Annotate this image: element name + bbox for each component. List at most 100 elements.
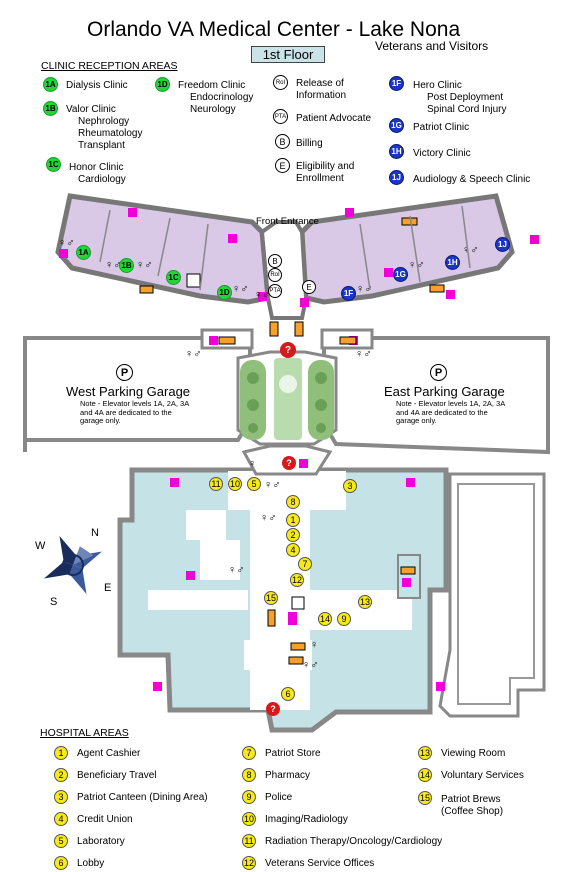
clinic-1g-name: Patriot Clinic bbox=[413, 122, 470, 133]
hospital-legend-heading: HOSPITAL AREAS bbox=[40, 727, 129, 739]
area-10-badge: 10 bbox=[242, 812, 256, 826]
clinic-1b-line: Transplant bbox=[78, 140, 125, 151]
area-11-label: Radiation Therapy/Oncology/Cardiology bbox=[265, 836, 443, 847]
release-of-information-map-icon: RoI bbox=[268, 268, 282, 282]
clinic-1c-badge: 1C bbox=[46, 157, 61, 172]
clinic-1d-line: Endocrinology bbox=[190, 92, 254, 103]
map-subtitle: Veterans and Visitors bbox=[375, 39, 489, 53]
clinic-1b-line: Rheumatology bbox=[78, 128, 143, 139]
clinic-1f-line: Spinal Cord Injury bbox=[427, 104, 507, 115]
eligibility-label: Eligibility and bbox=[296, 161, 355, 172]
clinic-1d-line: Neurology bbox=[190, 104, 236, 115]
svg-text:♀: ♀ bbox=[248, 458, 256, 470]
area-5-badge: 5 bbox=[54, 834, 68, 848]
svg-text:♀♂: ♀♂ bbox=[105, 259, 122, 271]
clinic-1a-map-badge: 1A bbox=[76, 245, 91, 260]
area-6-label: Lobby bbox=[77, 858, 105, 869]
front-entrance-label: Front Entrance bbox=[256, 216, 319, 227]
area-12-label: Veterans Service Offices bbox=[265, 858, 375, 869]
area-8-label: Pharmacy bbox=[265, 770, 311, 781]
clinic-1h-name: Victory Clinic bbox=[413, 148, 471, 159]
area-14-badge: 14 bbox=[418, 768, 432, 782]
map-marker: 10 bbox=[228, 477, 242, 491]
clinic-1f-map-badge: 1F bbox=[341, 286, 356, 301]
svg-text:♀♂: ♀♂ bbox=[408, 259, 425, 271]
east-extension bbox=[397, 554, 421, 599]
map-marker: 11 bbox=[209, 477, 223, 491]
clinic-1b-line: Nephrology bbox=[78, 116, 130, 127]
map-marker: 15 bbox=[264, 591, 278, 605]
billing-icon: B bbox=[275, 134, 290, 149]
clinic-1h-badge: 1H bbox=[389, 144, 404, 159]
svg-text:♀♂: ♀♂ bbox=[228, 564, 245, 576]
map-title: Orlando VA Medical Center - Lake Nona bbox=[87, 18, 461, 41]
map-marker: 3 bbox=[343, 479, 357, 493]
clinic-1d-map-badge: 1D bbox=[217, 285, 232, 300]
svg-text:♀♂: ♀♂ bbox=[185, 348, 202, 360]
clinic-1f-badge: 1F bbox=[389, 76, 404, 91]
garden-center bbox=[274, 358, 302, 440]
svg-text:♀: ♀ bbox=[310, 639, 318, 651]
clinic-1b-name: Valor Clinic bbox=[66, 104, 116, 115]
map-marker: 12 bbox=[290, 573, 304, 587]
clinic-1j-map-badge: 1J bbox=[495, 237, 510, 252]
map-marker: 6 bbox=[281, 687, 295, 701]
east-garage-label: East Parking Garage bbox=[384, 384, 505, 399]
map-marker: 8 bbox=[286, 495, 300, 509]
east-outbuilding bbox=[438, 472, 546, 718]
svg-text:♀♂: ♀♂ bbox=[58, 237, 75, 249]
patient-advocate-icon: PTA bbox=[273, 109, 288, 124]
clinic-1a-name: Dialysis Clinic bbox=[66, 80, 128, 91]
area-15-label: Patriot Brews bbox=[441, 794, 501, 805]
map-marker: 4 bbox=[286, 543, 300, 557]
area-13-label: Viewing Room bbox=[441, 748, 506, 759]
area-10-label: Imaging/Radiology bbox=[265, 814, 348, 825]
compass-east: E bbox=[104, 582, 112, 594]
clinic-1c-name: Honor Clinic bbox=[69, 162, 124, 173]
area-7-badge: 7 bbox=[242, 746, 256, 760]
eligibility-icon: E bbox=[275, 158, 290, 173]
map-marker: 2 bbox=[286, 528, 300, 542]
area-9-label: Police bbox=[265, 792, 293, 803]
svg-text:♀♂: ♀♂ bbox=[136, 259, 153, 271]
eligibility-label: Enrollment bbox=[296, 173, 344, 184]
svg-text:♀♂: ♀♂ bbox=[264, 479, 281, 491]
help-desk-icon: ? bbox=[280, 342, 296, 358]
compass-west: W bbox=[35, 540, 46, 552]
svg-text:♀♂: ♀♂ bbox=[302, 659, 319, 671]
release-of-information-icon: RoI bbox=[273, 75, 288, 90]
patient-advocate-label: Patient Advocate bbox=[296, 113, 372, 124]
area-9-badge: 9 bbox=[242, 790, 256, 804]
area-3-badge: 3 bbox=[54, 790, 68, 804]
clinic-1d-name: Freedom Clinic bbox=[178, 80, 246, 91]
area-13-badge: 13 bbox=[418, 746, 432, 760]
svg-text:♀♂: ♀♂ bbox=[356, 283, 373, 295]
area-8-badge: 8 bbox=[242, 768, 256, 782]
map-marker: 5 bbox=[247, 477, 261, 491]
compass-north: N bbox=[91, 527, 99, 539]
clinic-1d-badge: 1D bbox=[155, 77, 170, 92]
east-parking-icon: P bbox=[430, 364, 447, 381]
map-marker: 14 bbox=[318, 612, 332, 626]
compass-rose bbox=[43, 535, 103, 595]
area-4-label: Credit Union bbox=[77, 814, 133, 825]
clinic-1c-map-badge: 1C bbox=[166, 270, 181, 285]
area-3-label: Patriot Canteen (Dining Area) bbox=[77, 792, 208, 803]
area-15-badge: 15 bbox=[418, 791, 432, 805]
floor-label: 1st Floor bbox=[251, 46, 325, 63]
east-garage-note: Note - Elevator levels 1A, 2A, 3A and 4A… bbox=[396, 399, 505, 425]
compass-south: S bbox=[50, 596, 58, 608]
west-parking-icon: P bbox=[116, 364, 133, 381]
clinic-1j-name: Audiology & Speech Clinic bbox=[413, 174, 531, 185]
svg-text:♀♂: ♀♂ bbox=[254, 289, 271, 301]
area-15-sublabel: (Coffee Shop) bbox=[441, 806, 504, 817]
area-12-badge: 12 bbox=[242, 856, 256, 870]
clinic-1f-line: Post Deployment bbox=[427, 92, 504, 103]
area-2-label: Beneficiary Travel bbox=[77, 770, 157, 781]
billing-map-icon: B bbox=[268, 254, 282, 268]
west-garage-label: West Parking Garage bbox=[66, 384, 191, 399]
svg-text:♀♂: ♀♂ bbox=[232, 283, 249, 295]
clinic-1j-badge: 1J bbox=[389, 170, 404, 185]
west-garage-note: Note - Elevator levels 1A, 2A, 3A and 4A… bbox=[80, 399, 189, 425]
